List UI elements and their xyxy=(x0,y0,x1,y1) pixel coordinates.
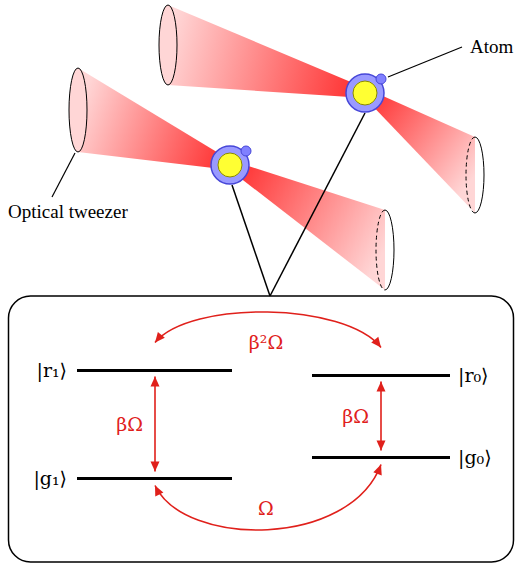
link-line xyxy=(270,113,365,296)
level-line xyxy=(312,374,450,377)
transition-arrow xyxy=(151,377,160,472)
energy-level: |r₀⟩ xyxy=(312,364,489,386)
energy-level: |r₁⟩ xyxy=(36,359,232,381)
level-line xyxy=(77,369,232,372)
coupling-label: β²Ω xyxy=(247,331,285,353)
arrow-head xyxy=(151,377,160,387)
coupling-label: βΩ xyxy=(114,413,145,435)
link-line xyxy=(232,185,270,296)
leader-line xyxy=(52,153,75,197)
transition-line xyxy=(380,382,382,451)
arrow-head xyxy=(371,337,381,348)
level-frame xyxy=(9,296,514,562)
atom-symbol xyxy=(346,74,386,112)
level-line xyxy=(312,456,450,459)
energy-level: |g₁⟩ xyxy=(33,467,232,489)
coupling-label: βΩ xyxy=(340,405,371,427)
coupling-label: Ω xyxy=(256,497,276,519)
level-label: |g₁⟩ xyxy=(33,467,67,489)
atom-label: Atom xyxy=(470,36,513,58)
transition-arrow xyxy=(377,382,386,451)
arrow-head xyxy=(155,332,165,343)
arrow-head xyxy=(377,441,386,451)
transition-line xyxy=(155,465,381,531)
energy-level: |g₀⟩ xyxy=(312,446,492,468)
tweezer-label: Optical tweezer xyxy=(8,201,128,223)
leader-line xyxy=(388,47,462,77)
level-line xyxy=(77,477,232,480)
transition-arrow xyxy=(155,465,382,531)
arrow-head xyxy=(151,462,160,472)
level-label: |r₁⟩ xyxy=(36,359,67,381)
transition-line xyxy=(154,377,156,472)
level-label: |r₀⟩ xyxy=(458,364,489,386)
arrow-head xyxy=(155,486,163,497)
atom-symbol xyxy=(211,146,251,184)
arrow-head xyxy=(377,382,386,392)
level-label: |g₀⟩ xyxy=(458,446,492,468)
optical-tweezer xyxy=(69,68,394,290)
arrow-head xyxy=(373,465,381,476)
optical-tweezer xyxy=(159,5,484,213)
